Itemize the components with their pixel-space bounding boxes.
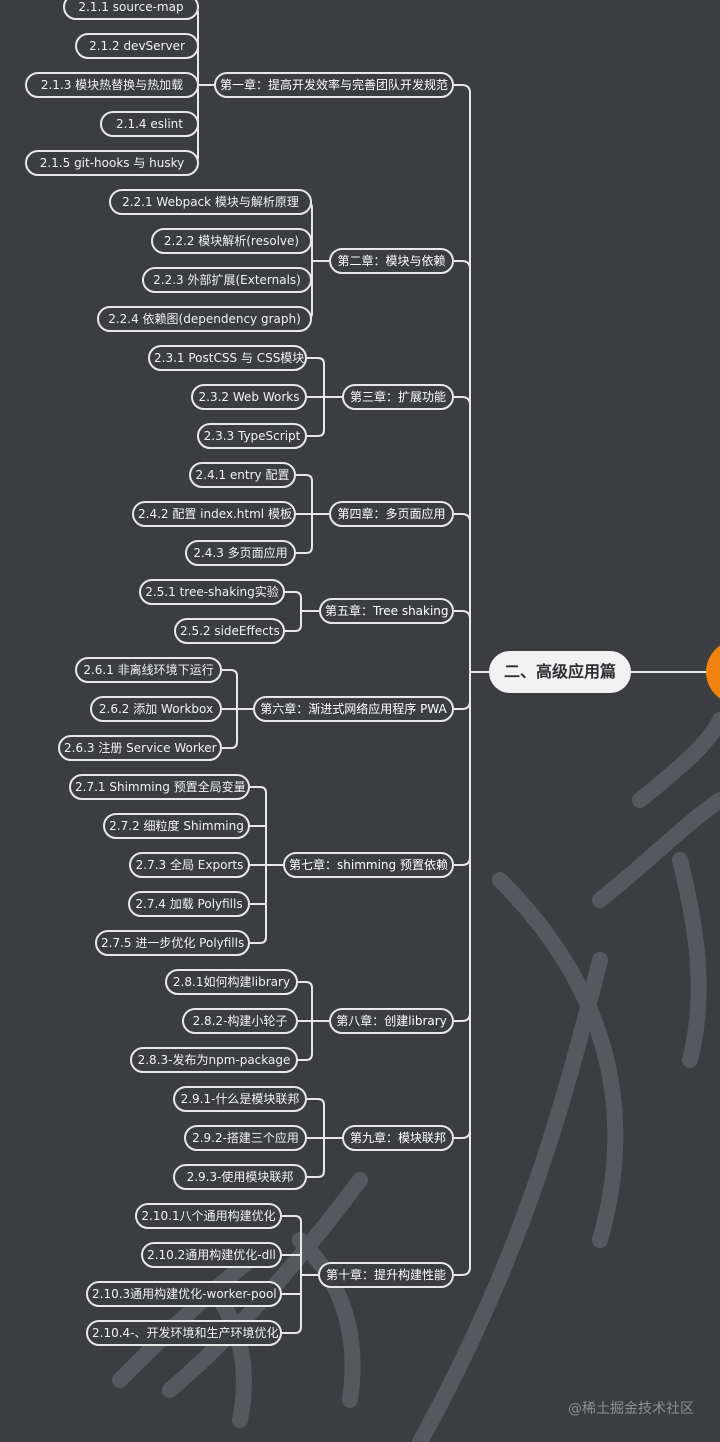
chapter-5-connector (454, 610, 471, 620)
leaf-node-9-2[interactable]: 2.9.2-搭建三个应用 (184, 1125, 307, 1151)
leaf-7-1-connector (250, 786, 267, 794)
chapter-node-4[interactable]: 第四章：多页面应用 (329, 501, 454, 527)
chapter-2-connector (454, 260, 471, 270)
leaf-node-5-2[interactable]: 2.5.2 sideEffects (174, 618, 285, 644)
leaf-9-1-connector (307, 1098, 325, 1106)
leaf-9-3-connector (307, 1170, 325, 1178)
chapter-node-6[interactable]: 第六章：渐进式网络应用程序 PWA (253, 696, 454, 722)
leaf-6-1-connector (222, 669, 238, 677)
leaf-node-5-1[interactable]: 2.5.1 tree-shaking实验 (139, 579, 285, 605)
leaf-node-7-5[interactable]: 2.7.5 进一步优化 Polyfills (95, 930, 250, 956)
leaf-node-7-3[interactable]: 2.7.3 全局 Exports (129, 852, 250, 878)
watermark-credit: @稀土掘金技术社区 (568, 1401, 694, 1417)
chapter-node-2[interactable]: 第二章：模块与依赖 (329, 248, 454, 274)
leaf-node-1-3[interactable]: 2.1.3 模块热替换与热加载 (25, 72, 199, 98)
leaf-node-4-3[interactable]: 2.4.3 多页面应用 (185, 540, 296, 566)
leaf-8-1-connector (298, 981, 313, 989)
main-topic-node[interactable]: 二、高级应用篇 (489, 651, 631, 693)
leaf-node-7-1[interactable]: 2.7.1 Shimming 预置全局变量 (69, 774, 250, 800)
chapter-node-3[interactable]: 第三章：扩展功能 (342, 384, 454, 410)
chapter-node-5[interactable]: 第五章：Tree shaking (319, 598, 454, 624)
chapter-node-10[interactable]: 第十章：提升构建性能 (318, 1262, 454, 1288)
leaf-5-2-connector (285, 624, 302, 632)
leaf-node-10-1[interactable]: 2.10.1八个通用构建优化 (135, 1203, 282, 1229)
leaf-node-1-2[interactable]: 2.1.2 devServer (75, 33, 199, 59)
leaf-node-7-4[interactable]: 2.7.4 加载 Polyfills (128, 891, 250, 917)
leaf-8-3-connector (298, 1053, 313, 1061)
chapter-6-connector (454, 700, 471, 710)
chapter-node-1[interactable]: 第一章：提高开发效率与完善团队开发规范 (214, 72, 454, 98)
leaf-10-1-connector (282, 1215, 302, 1223)
leaf-node-2-1[interactable]: 2.2.1 Webpack 模块与解析原理 (109, 189, 312, 215)
leaf-node-10-3[interactable]: 2.10.3通用构建优化-worker-pool (86, 1281, 282, 1307)
chapter-4-connector (454, 513, 471, 523)
chapter-node-8[interactable]: 第八章：创建library (329, 1008, 454, 1034)
leaf-node-7-2[interactable]: 2.7.2 细粒度 Shimming (103, 813, 250, 839)
leaf-node-3-1[interactable]: 2.3.1 PostCSS 与 CSS模块 (148, 345, 307, 371)
leaf-node-3-3[interactable]: 2.3.3 TypeScript (197, 423, 307, 449)
leaf-5-1-connector (285, 591, 302, 599)
chapter-10-connector (454, 1266, 471, 1276)
chapter-9-connector (454, 1129, 471, 1139)
leaf-node-6-3[interactable]: 2.6.3 注册 Service Worker (58, 735, 222, 761)
chapter-1-connector (454, 84, 471, 94)
leaf-10-4-connector (282, 1326, 302, 1334)
leaf-7-5-connector (250, 936, 267, 944)
leaf-node-9-1[interactable]: 2.9.1-什么是模块联邦 (173, 1086, 307, 1112)
chapter-3-connector (454, 396, 471, 406)
chapter-8-connector (454, 1012, 471, 1022)
chapter-node-7[interactable]: 第七章：shimming 预置依赖 (283, 852, 454, 878)
chapter-7-connector (454, 856, 471, 866)
leaf-node-3-2[interactable]: 2.3.2 Web Works (191, 384, 307, 410)
leaf-node-2-4[interactable]: 2.2.4 依赖图(dependency graph) (97, 306, 312, 332)
leaf-node-6-1[interactable]: 2.6.1 非离线环境下运行 (75, 657, 222, 683)
root-node-edge (706, 640, 720, 704)
leaf-node-10-2[interactable]: 2.10.2通用构建优化-dll (141, 1242, 282, 1268)
leaf-4-1-connector (296, 474, 313, 482)
leaf-node-8-2[interactable]: 2.8.2-构建小轮子 (182, 1008, 298, 1034)
chapter-node-9[interactable]: 第九章：模块联邦 (342, 1125, 454, 1151)
leaf-3-3-connector (307, 429, 325, 437)
leaf-node-4-1[interactable]: 2.4.1 entry 配置 (189, 462, 296, 488)
leaf-node-9-3[interactable]: 2.9.3-使用模块联邦 (173, 1164, 307, 1190)
leaf-node-1-5[interactable]: 2.1.5 git-hooks 与 husky (25, 150, 199, 176)
leaf-6-3-connector (222, 741, 238, 749)
leaf-node-8-1[interactable]: 2.8.1如何构建library (165, 969, 298, 995)
leaf-node-10-4[interactable]: 2.10.4-、开发环境和生产环境优化 (86, 1320, 282, 1346)
leaf-node-1-1[interactable]: 2.1.1 source-map (63, 0, 199, 20)
leaf-node-2-3[interactable]: 2.2.3 外部扩展(Externals) (142, 267, 312, 293)
leaf-node-8-3[interactable]: 2.8.3-发布为npm-package (130, 1047, 298, 1073)
leaf-node-6-2[interactable]: 2.6.2 添加 Workbox (90, 696, 222, 722)
leaf-3-1-connector (307, 357, 325, 365)
leaf-node-1-4[interactable]: 2.1.4 eslint (100, 111, 199, 137)
leaf-node-4-2[interactable]: 2.4.2 配置 index.html 模板 (132, 501, 296, 527)
leaf-4-3-connector (296, 546, 313, 554)
leaf-node-2-2[interactable]: 2.2.2 模块解析(resolve) (151, 228, 312, 254)
